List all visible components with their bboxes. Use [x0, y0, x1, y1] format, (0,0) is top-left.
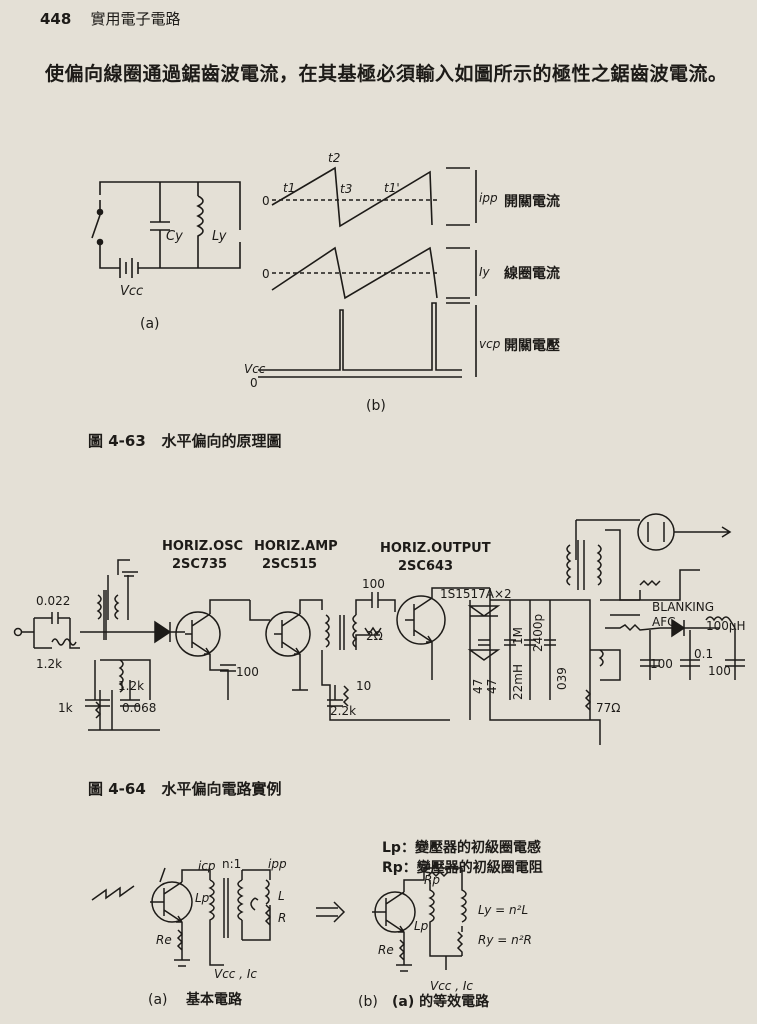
val-c039: 039 [555, 667, 569, 690]
val-c100-c: 100 [650, 657, 673, 671]
stage1-title: HORIZ.OSC [162, 539, 243, 554]
label-t1: t1 [283, 181, 295, 195]
label-ratio: n:1 [222, 857, 241, 871]
val-r2ohm: 2Ω [366, 629, 383, 643]
val-r1k: 1k [58, 701, 73, 715]
label-cy: Cy [166, 229, 183, 244]
label-ipp: ipp [479, 191, 498, 205]
fig63-caption: 圖 4-63 水平偏向的原理圖 [88, 430, 281, 451]
fig64-caption-number: 圖 4-64 [88, 780, 146, 798]
val-r1m: 1M [511, 627, 525, 645]
legend-rp: Rp：變壓器的初級圈電阻 [382, 859, 543, 876]
val-c10: 10 [356, 679, 371, 693]
label-ly: Ly [212, 229, 227, 244]
label-ly-b: Ly = n²L [478, 903, 528, 917]
stage3-title: HORIZ.OUTPUT [380, 541, 491, 556]
fig63-caption-text: 水平偏向的原理圖 [161, 432, 282, 450]
label-icp: icp [198, 859, 216, 873]
val-c0068: 0.068 [122, 701, 156, 715]
label-t2: t2 [328, 151, 340, 165]
label-vcc-ic-b: Vcc , Ic [430, 979, 473, 993]
label-coil-current: 線圈電流 [504, 265, 560, 282]
val-c0022: 0.022 [36, 594, 70, 608]
val-c2400p: 2400p [531, 614, 545, 652]
stage1-part: 2SC735 [172, 557, 227, 572]
val-c100-a: 100 [236, 665, 259, 679]
stage3-part: 2SC643 [398, 559, 453, 574]
label-t1-prime: t1' [384, 181, 400, 195]
fig63-circuit-a [91, 181, 241, 278]
legend-lp: Lp：變壓器的初級圈電感 [382, 839, 541, 856]
val-c100-b: 100 [362, 577, 385, 591]
val-r22k: 2.2k [330, 704, 356, 718]
label-vcc-ic-a: Vcc , Ic [214, 967, 257, 981]
fig65-sub-b-text: (a) 的等效電路 [392, 993, 490, 1010]
label-ry-b: Ry = n²R [478, 933, 532, 947]
label-switch-current: 開關電流 [504, 193, 560, 210]
label-lp-b: Lp [414, 919, 429, 933]
label-zero-3: 0 [250, 376, 258, 390]
diode-label: 1S1517A×2 [440, 587, 512, 601]
fig63-waveforms [258, 166, 477, 378]
label-zero-2: 0 [262, 267, 270, 281]
label-zero-1: 0 [262, 194, 270, 208]
fig65-sub-a-text: 基本電路 [186, 991, 243, 1008]
label-r-a: R [278, 911, 286, 925]
fig63-sub-b: (b) [366, 398, 386, 414]
page-header: 448 實用電子電路 [40, 8, 195, 29]
val-blanking: BLANKING [652, 600, 714, 614]
fig65-sub-b: (b) [358, 994, 378, 1010]
val-l22mh: 22mH [511, 664, 525, 700]
stage2-title: HORIZ.AMP [254, 539, 338, 554]
label-t3: t3 [340, 182, 352, 196]
label-vcc-b: Vcc [244, 362, 266, 376]
val-c47a: 47 [471, 679, 485, 694]
val-afc: AFC [652, 615, 676, 629]
book-title: 實用電子電路 [90, 10, 181, 28]
val-c100-d: 100 [708, 664, 731, 678]
val-r77: 77Ω [596, 701, 620, 715]
val-l100uh: 100μH [706, 619, 746, 633]
val-c01: 0.1 [694, 647, 713, 661]
label-re-a: Re [156, 933, 172, 947]
val-c47b: 47 [485, 679, 499, 694]
label-lp-a: Lp [195, 891, 210, 905]
fig64-caption-text: 水平偏向電路實例 [161, 780, 282, 798]
label-vcc-a: Vcc [120, 284, 143, 299]
label-switch-voltage: 開關電壓 [504, 337, 560, 354]
label-iy: Iy [479, 265, 491, 279]
label-vcp: vcp [479, 337, 501, 351]
label-ipp-a: ipp [268, 857, 287, 871]
page-number: 448 [40, 10, 72, 28]
val-r12k-a: 1.2k [36, 657, 62, 671]
label-rp-b: Rp [424, 873, 440, 887]
stage2-part: 2SC515 [262, 557, 317, 572]
fig63-sub-a: (a) [140, 316, 160, 332]
fig65-sub-a: (a) [148, 992, 168, 1008]
val-r12k-b: 1.2k [118, 679, 144, 693]
fig63-caption-number: 圖 4-63 [88, 432, 146, 450]
intro-paragraph: 使偏向線圈通過鋸齒波電流，在其基極必須輸入如圖所示的極性之鋸齒波電流。 [45, 63, 728, 85]
fig64-caption: 圖 4-64 水平偏向電路實例 [88, 778, 281, 799]
label-re-b: Re [378, 943, 394, 957]
label-l-a: L [278, 889, 285, 903]
